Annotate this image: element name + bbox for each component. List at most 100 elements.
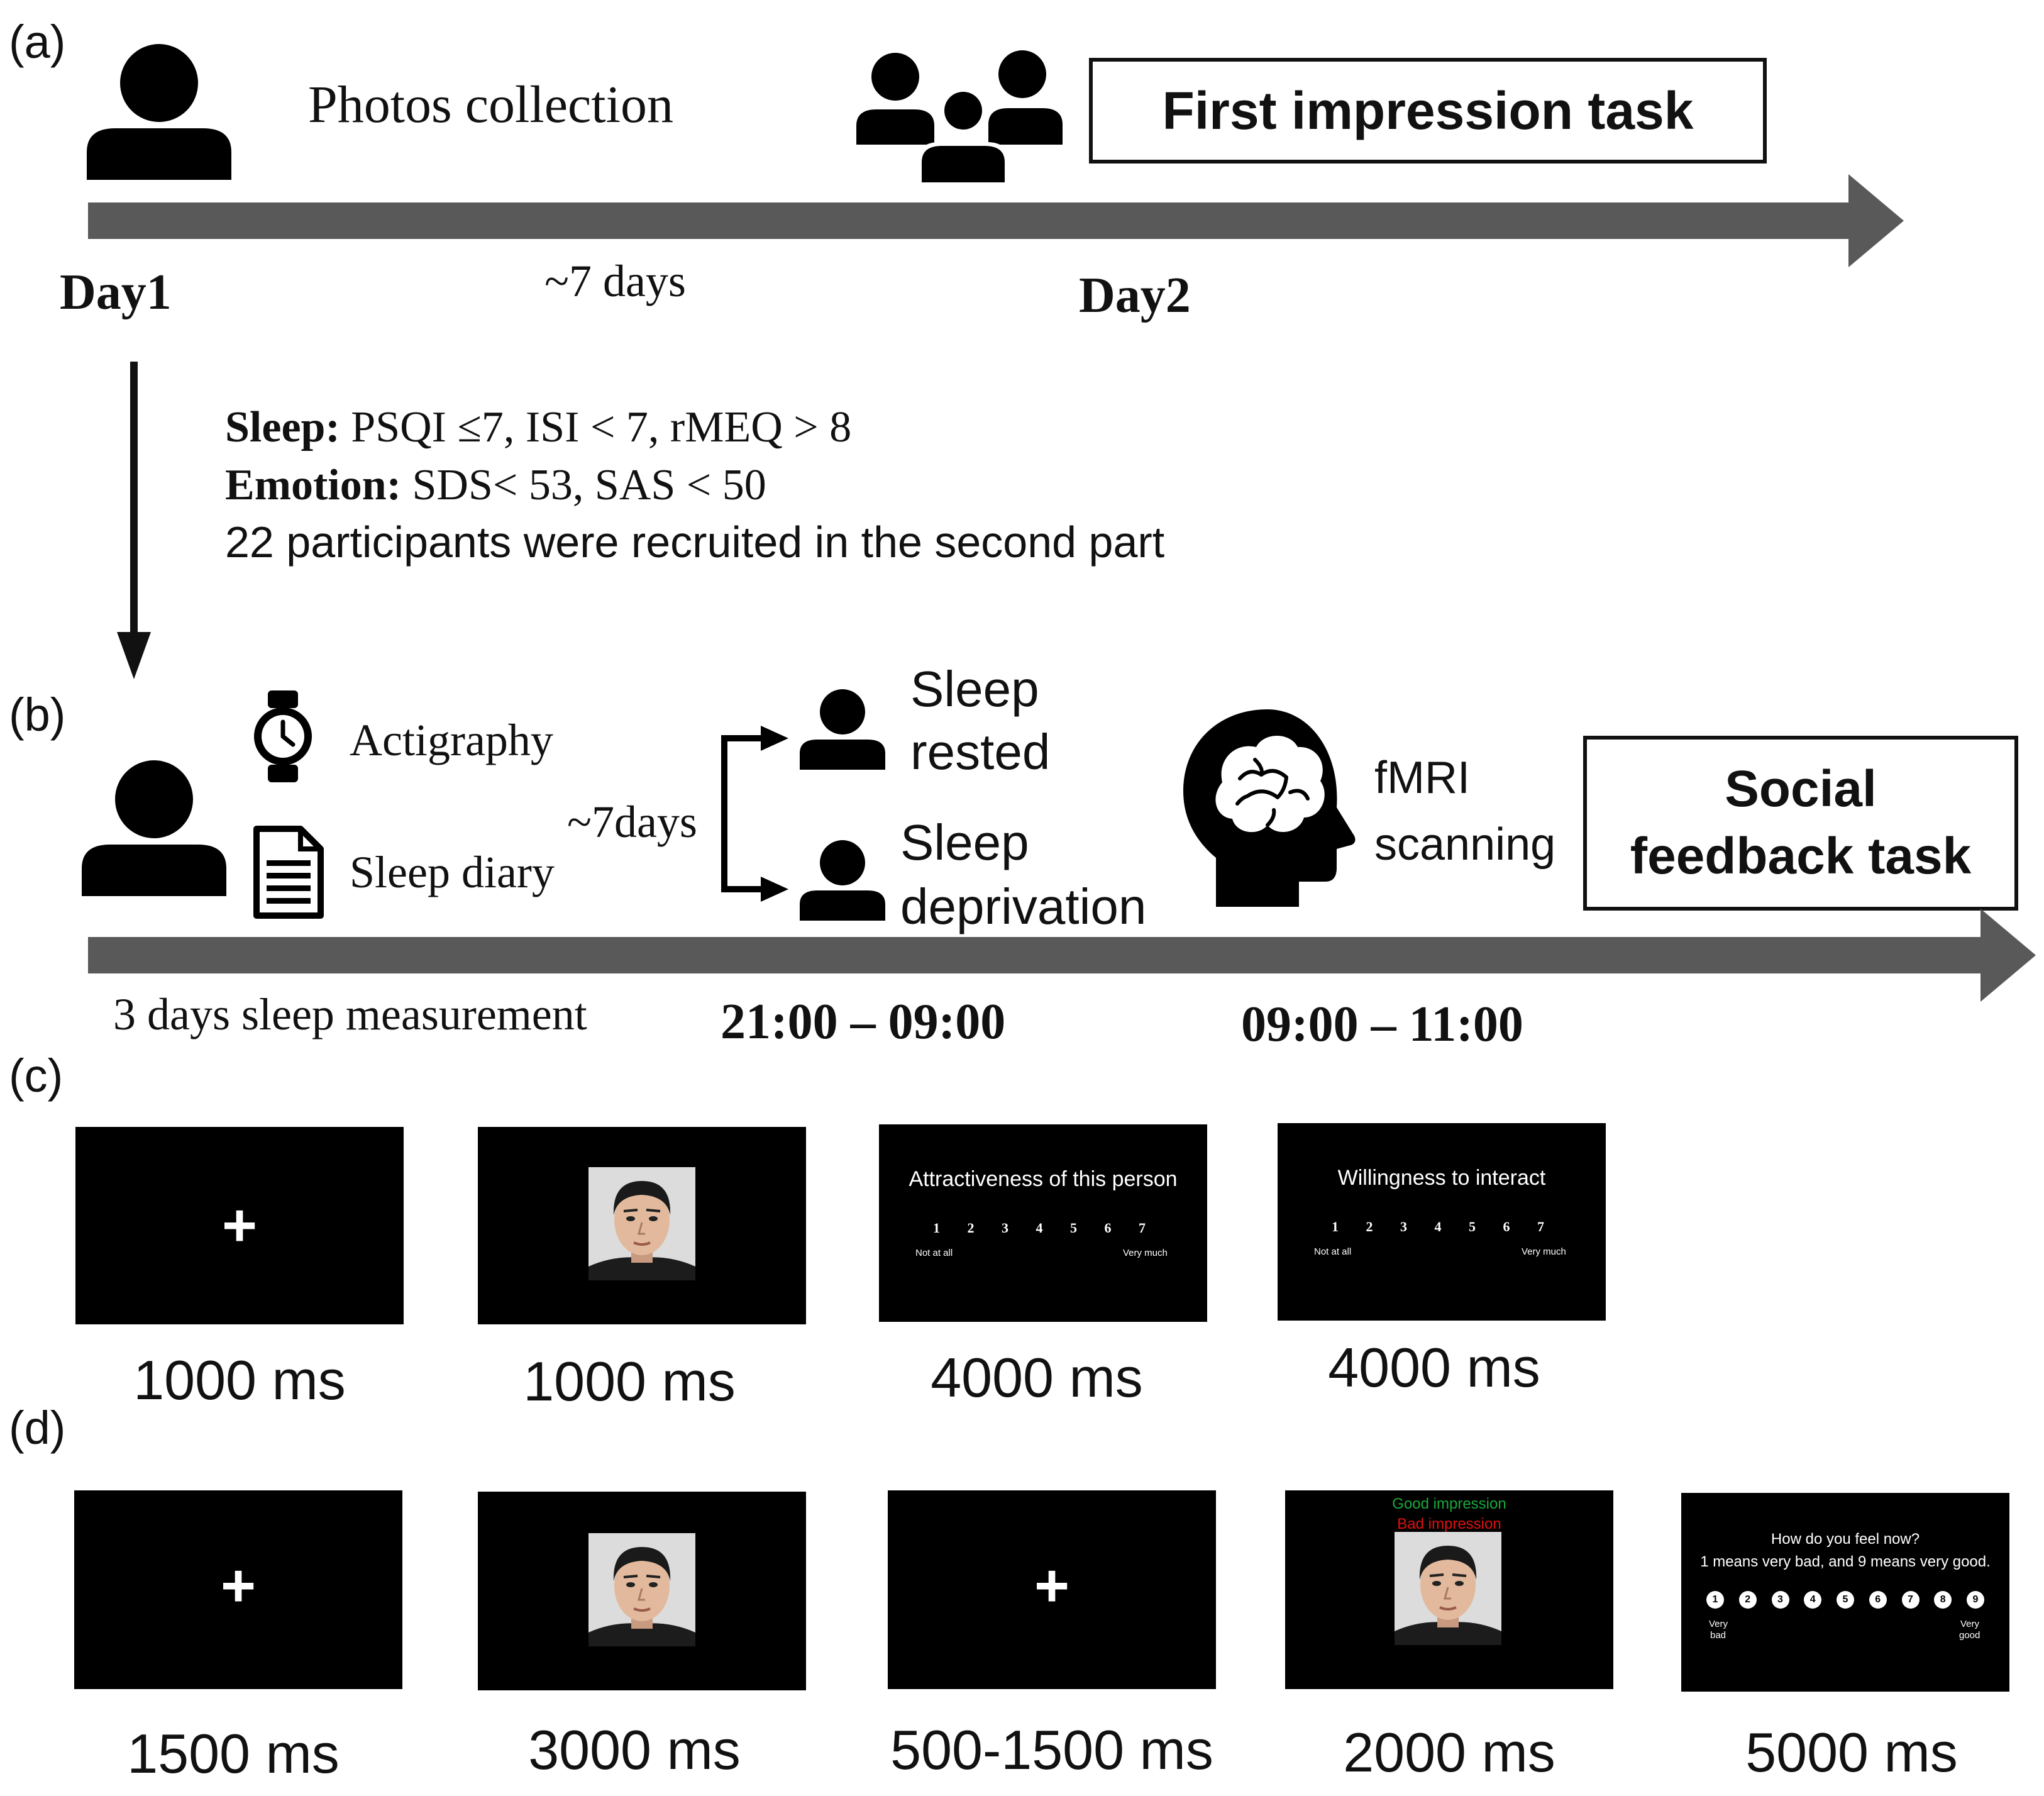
timeline-b-arrowhead: [1980, 909, 2036, 1002]
mood-instruction: 1 means very bad, and 9 means very good.: [1700, 1553, 1991, 1570]
fixation-cross: +: [1034, 1551, 1070, 1619]
duration-label: 500-1500 ms: [890, 1719, 1213, 1781]
sleep-deprivation-line1: Sleep: [900, 814, 1029, 870]
emotion-criteria-label: Emotion:: [225, 461, 401, 509]
scale-point: 6: [1503, 1219, 1510, 1234]
person-icon: [800, 689, 885, 770]
brain-head-icon: [1183, 709, 1356, 907]
scale-high-anchor: Very much: [1522, 1246, 1566, 1257]
duration-label: 2000 ms: [1343, 1721, 1555, 1783]
fixation-cross: +: [221, 1192, 258, 1259]
mood-scale-point: 7: [1901, 1591, 1920, 1609]
duration-label: 1500 ms: [127, 1722, 340, 1785]
scale-point: 2: [967, 1220, 975, 1236]
scale-point: 1: [1332, 1219, 1339, 1234]
person-icon: [82, 760, 226, 896]
face-photo: [588, 1533, 695, 1646]
rating-question: Attractiveness of this person: [909, 1167, 1178, 1191]
timeline-a-shaft: [88, 202, 1855, 239]
duration-label: 1000 ms: [523, 1350, 736, 1412]
interaction-rating-screen: Willingness to interact 1 2 3 4 5 6 7 No…: [1278, 1123, 1606, 1321]
interval-a-label: ~7 days: [544, 256, 686, 306]
mood-scale-point: 2: [1738, 1591, 1757, 1609]
scale-point: 7: [1139, 1220, 1146, 1236]
social-feedback-task-box: Social feedback task: [1583, 736, 2018, 911]
rating-question: Willingness to interact: [1337, 1166, 1546, 1190]
mood-scale-point: 9: [1967, 1591, 1984, 1609]
sleep-criteria-text: PSQI ≤7, ISI < 7, rMEQ > 8: [340, 403, 852, 452]
first-impression-task-box: First impression task: [1089, 58, 1767, 164]
down-arrow: [117, 362, 151, 679]
mood-scale-point: 6: [1869, 1591, 1887, 1609]
rating-scale-1-7: 1 2 3 4 5 6 7: [1332, 1219, 1544, 1235]
timeline-b-shaft: [88, 937, 2002, 973]
mood-low-anchor-line1: Very: [1709, 1619, 1728, 1629]
watch-icon: [254, 690, 312, 782]
mood-scale-1-9: 1 2 3 4 5 6 7 8 9: [1706, 1591, 1984, 1609]
scale-high-anchor: Very much: [1123, 1248, 1168, 1258]
feedback-screen: Good impression Bad impression: [1285, 1490, 1613, 1689]
mood-scale-point: 1: [1706, 1591, 1724, 1609]
mood-rating-screen: How do you feel now? 1 means very bad, a…: [1681, 1493, 2009, 1692]
mood-low-anchor-line2: bad: [1710, 1630, 1726, 1641]
fixation-screen: +: [75, 1127, 404, 1324]
scale-low-anchor: Not at all: [915, 1248, 953, 1258]
interval-b-label: ~7days: [567, 797, 697, 847]
scale-point: 5: [1469, 1219, 1476, 1234]
mood-question: How do you feel now?: [1771, 1531, 1920, 1548]
mood-high-anchor-line1: Very: [1960, 1619, 1980, 1629]
sleep-measurement-label: 3 days sleep measurement: [113, 989, 587, 1039]
photos-collection-label: Photos collection: [308, 75, 673, 134]
fmri-label-line2: scanning: [1374, 819, 1556, 870]
social-feedback-task-line1: Social: [1725, 760, 1877, 818]
emotion-criteria: Emotion: SDS< 53, SAS < 50: [225, 460, 766, 511]
sleep-diary-label: Sleep diary: [350, 847, 555, 897]
document-icon: [253, 826, 324, 919]
fmri-label-line1: fMRI: [1374, 753, 1470, 803]
attractiveness-rating-screen: Attractiveness of this person 1 2 3 4 5 …: [879, 1124, 1207, 1322]
sleep-criteria: Sleep: PSQI ≤7, ISI < 7, rMEQ > 8: [225, 402, 851, 453]
first-impression-task-label: First impression task: [1162, 80, 1694, 140]
sleep-deprivation-line2: deprivation: [900, 879, 1147, 934]
scale-point: 4: [1036, 1220, 1043, 1236]
good-impression-feedback: Good impression: [1392, 1495, 1506, 1512]
sleep-rested-line2: rested: [910, 724, 1051, 780]
fixation-cross: +: [220, 1551, 257, 1619]
scale-point: 6: [1104, 1220, 1112, 1236]
rating-scale-1-7: 1 2 3 4 5 6 7: [933, 1220, 1146, 1236]
panel-label-c: (c): [9, 1050, 64, 1102]
sleep-rested-line1: Sleep: [910, 661, 1039, 717]
person-icon: [87, 44, 231, 180]
bad-impression-feedback: Bad impression: [1397, 1516, 1501, 1533]
face-screen: [478, 1127, 806, 1324]
duration-label: 1000 ms: [133, 1349, 346, 1411]
panel-label-d: (d): [9, 1402, 66, 1454]
face-screen: [478, 1492, 806, 1690]
condition-fork: [721, 726, 788, 902]
actigraphy-label: Actigraphy: [350, 715, 553, 765]
timeline-a-arrowhead: [1848, 174, 1904, 267]
scale-point: 5: [1070, 1220, 1077, 1236]
mood-high-anchor-line2: good: [1959, 1630, 1980, 1641]
sleep-criteria-label: Sleep:: [225, 403, 340, 452]
panel-label-b: (b): [9, 689, 66, 741]
duration-label: 3000 ms: [528, 1719, 741, 1781]
scale-point: 4: [1434, 1219, 1442, 1234]
emotion-criteria-text: SDS< 53, SAS < 50: [401, 461, 766, 509]
time-range-night: 21:00 – 09:00: [721, 994, 1006, 1050]
mood-scale-point: 3: [1771, 1591, 1789, 1609]
scale-point: 2: [1366, 1219, 1373, 1234]
mood-scale-point: 4: [1804, 1591, 1822, 1609]
day1-label: Day1: [60, 265, 172, 320]
group-icon: [856, 50, 1063, 182]
recruitment-note: 22 participants were recruited in the se…: [225, 518, 1165, 567]
scale-point: 3: [1400, 1219, 1407, 1234]
social-feedback-task-line2: feedback task: [1630, 828, 1972, 885]
day2-label: Day2: [1079, 268, 1191, 323]
time-range-morning: 09:00 – 11:00: [1241, 997, 1523, 1052]
person-icon: [800, 840, 885, 921]
face-photo: [1395, 1532, 1501, 1645]
scale-point: 1: [933, 1220, 940, 1236]
mood-scale-point: 8: [1934, 1591, 1952, 1609]
